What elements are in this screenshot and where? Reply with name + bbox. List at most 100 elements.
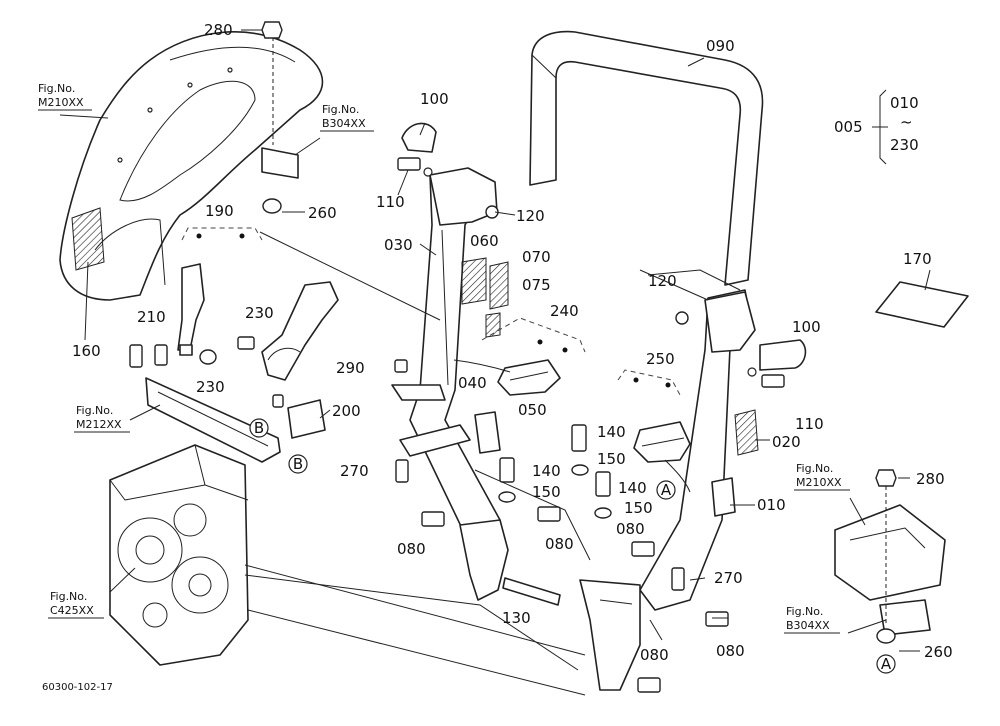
bolt-140-a (571, 424, 587, 452)
callout-280-right: 280 (916, 470, 945, 488)
marker-b-1: B (249, 418, 269, 438)
callout-110-left: 110 (376, 193, 405, 211)
callout-075: 075 (522, 276, 551, 294)
nut-280-left (261, 21, 283, 39)
seat-belt-buckle (177, 263, 205, 356)
fender-cover (59, 31, 324, 301)
fender-bracket (261, 30, 299, 179)
rops-right-post (579, 289, 756, 691)
fig-ref-m210-left-b: M210XX (38, 96, 84, 109)
washer-150-b (498, 491, 516, 503)
range-note: 005 010 ~ 230 (834, 94, 919, 154)
svg-text:005: 005 (834, 118, 863, 136)
seat-belt-retractor (261, 281, 339, 381)
callout-080-a: 080 (397, 540, 426, 558)
caution-decal (71, 207, 105, 271)
callout-270-right: 270 (714, 569, 743, 587)
callout-100-left: 100 (420, 90, 449, 108)
callout-240: 240 (550, 302, 579, 320)
svg-text:B: B (293, 455, 303, 473)
callout-120-left: 120 (516, 207, 545, 225)
washer-150-c (594, 507, 612, 519)
callout-020: 020 (772, 433, 801, 451)
callout-140-b: 140 (532, 462, 561, 480)
strap-130 (502, 577, 561, 606)
callout-010: 010 (757, 496, 786, 514)
fig-ref-b304-right-a: Fig.No. (786, 605, 823, 618)
callout-200: 200 (332, 402, 361, 420)
decal-060 (461, 257, 487, 305)
svg-text:010: 010 (890, 94, 919, 112)
nut-230-lower (199, 349, 217, 365)
pin-100-right (759, 339, 807, 371)
bracket-210 (129, 344, 168, 368)
bolt-080-a (421, 511, 445, 527)
decal-sheet-170 (875, 281, 969, 328)
bolt-110-left (397, 157, 433, 177)
svg-text:A: A (661, 481, 672, 499)
marker-a-2: A (876, 654, 896, 674)
fig-ref-b304-left-a: Fig.No. (322, 103, 359, 116)
callout-170: 170 (903, 250, 932, 268)
bolt-140-c (595, 471, 611, 497)
callout-060: 060 (470, 232, 499, 250)
callout-250: 250 (646, 350, 675, 368)
roll-bar-090 (529, 30, 764, 286)
pin-100-left (401, 122, 437, 153)
callout-260-right: 260 (924, 643, 953, 661)
fig-ref-b304-left-b: B304XX (322, 117, 366, 130)
fig-ref-c425-a: Fig.No. (50, 590, 87, 603)
cover-240 (497, 359, 561, 396)
decal-075 (485, 312, 501, 338)
callout-160: 160 (72, 342, 101, 360)
bolt-270-left (395, 459, 409, 483)
svg-text:230: 230 (890, 136, 919, 154)
callout-080-b: 080 (545, 535, 574, 553)
callout-140-a: 140 (597, 423, 626, 441)
callouts: 280 260 190 210 230 230 160 200 100 110 … (72, 21, 953, 664)
callout-290: 290 (336, 359, 365, 377)
cover-250 (633, 421, 691, 463)
fig-ref-m210-left-a: Fig.No. (38, 82, 75, 95)
callout-210: 210 (137, 308, 166, 326)
callout-260-left: 260 (308, 204, 337, 222)
callout-050: 050 (518, 401, 547, 419)
washer-150-a (571, 464, 589, 476)
callout-150-b: 150 (532, 483, 561, 501)
fig-ref-m212-a: Fig.No. (76, 404, 113, 417)
svg-text:B: B (254, 419, 264, 437)
svg-text:A: A (881, 655, 892, 673)
bolt-110-right (747, 367, 785, 388)
callout-070: 070 (522, 248, 551, 266)
bolt-270-right (671, 567, 685, 591)
callout-080-c: 080 (616, 520, 645, 538)
transmission-case (109, 444, 249, 666)
callout-270-left: 270 (340, 462, 369, 480)
marker-b-2: B (288, 454, 308, 474)
fig-ref-b304-right-b: B304XX (786, 619, 830, 632)
callout-280-left: 280 (204, 21, 233, 39)
nut-280-right (875, 469, 897, 487)
decal-070 (489, 261, 509, 310)
bolt-140-b (499, 457, 515, 483)
callout-190: 190 (205, 202, 234, 220)
marker-a-1: A (656, 480, 676, 500)
plate-010 (711, 477, 736, 517)
leader-lines (59, 29, 931, 696)
fig-ref-m210-right-a: Fig.No. (796, 462, 833, 475)
drawing-code: 60300-102-17 (42, 682, 113, 693)
bolt-290 (394, 359, 408, 373)
bolt-080-e (637, 677, 661, 693)
callout-230-lower: 230 (196, 378, 225, 396)
bracket-040-050 (474, 411, 501, 454)
callout-110-right: 110 (795, 415, 824, 433)
nut-260-right (876, 628, 896, 644)
callout-100-right: 100 (792, 318, 821, 336)
callout-120-right: 120 (648, 272, 677, 290)
bolt-080-c (631, 541, 655, 557)
bolt-080-d (705, 611, 729, 627)
callout-040: 040 (458, 374, 487, 392)
callout-230-upper: 230 (245, 304, 274, 322)
callout-080-e: 080 (640, 646, 669, 664)
